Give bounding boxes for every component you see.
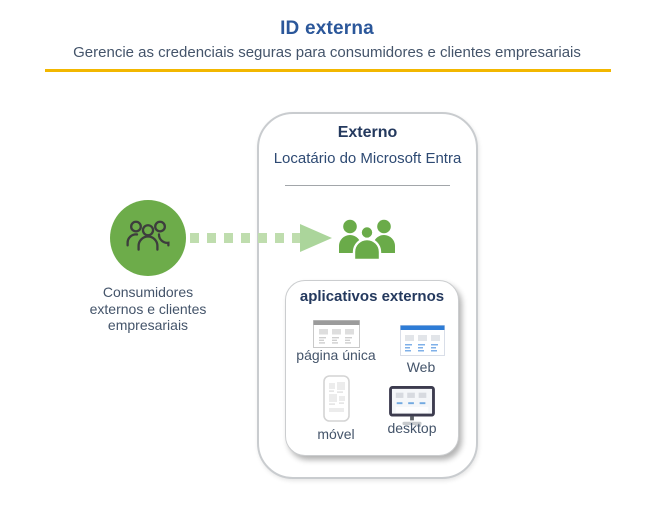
tenant-box: Externo Locatário do Microsoft Entra apl… bbox=[257, 112, 478, 479]
tenant-divider bbox=[285, 185, 450, 186]
tenant-title: Externo bbox=[337, 124, 398, 141]
web-app-icon bbox=[400, 325, 445, 361]
single-page-app-label: página única bbox=[296, 347, 376, 363]
desktop-app-icon bbox=[389, 386, 435, 433]
consumers-label-line3: empresariais bbox=[107, 317, 189, 334]
tenant-subtitle: Locatário do Microsoft Entra bbox=[273, 150, 462, 167]
users-outline-icon bbox=[125, 217, 171, 260]
consumers-label-line2: externos e clientes bbox=[89, 300, 207, 317]
consumers-circle bbox=[110, 200, 186, 276]
page-subtitle: Gerencie as credenciais seguras para con… bbox=[73, 44, 581, 61]
mobile-app-icon bbox=[323, 375, 350, 427]
users-group-icon bbox=[338, 218, 396, 262]
page-title: ID externa bbox=[280, 18, 374, 39]
single-page-app-icon bbox=[313, 320, 360, 353]
mobile-app-label: móvel bbox=[317, 426, 355, 442]
web-app-label: Web bbox=[406, 359, 436, 375]
gold-divider bbox=[45, 69, 611, 72]
consumers-label-line1: Consumidores bbox=[102, 284, 194, 300]
dashed-arrow-right-icon bbox=[186, 222, 338, 254]
consumers-label: Consumidores externos e clientes empresa… bbox=[73, 284, 223, 334]
external-apps-box: aplicativos externos página única bbox=[285, 280, 459, 456]
apps-box-title: aplicativos externos bbox=[299, 288, 445, 305]
desktop-app-label: desktop bbox=[387, 420, 437, 436]
